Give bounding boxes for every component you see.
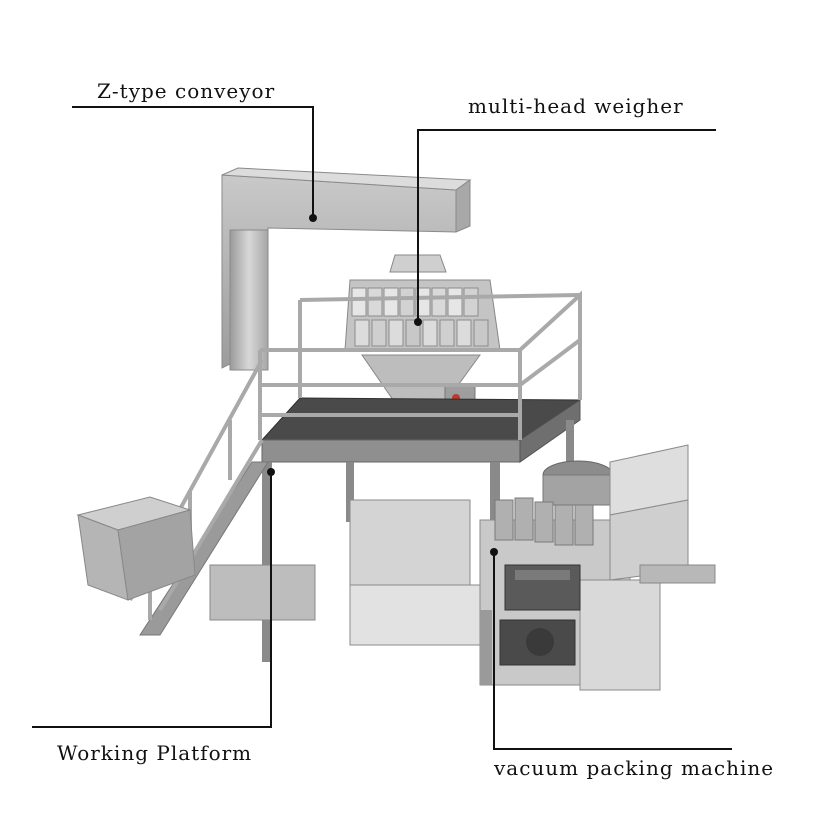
label-vacuum-packing-machine: vacuum packing machine bbox=[494, 756, 775, 780]
rotary-station bbox=[494, 497, 594, 546]
leader-line-weigher bbox=[417, 129, 716, 322]
leader-line-vacuum bbox=[493, 552, 732, 750]
vacuum-packing-machine bbox=[349, 444, 716, 691]
vacuum-pump bbox=[499, 564, 581, 666]
z-type-conveyor bbox=[221, 167, 472, 371]
label-working-platform: Working Platform bbox=[57, 741, 253, 765]
leader-lines bbox=[32, 106, 732, 750]
leader-line-z-conveyor bbox=[72, 106, 314, 218]
label-z-type-conveyor: Z-type conveyor bbox=[97, 79, 276, 103]
label-multi-head-weigher: multi-head weigher bbox=[468, 94, 684, 118]
leader-line-platform bbox=[32, 472, 272, 728]
platform-railing bbox=[258, 290, 582, 440]
working-platform bbox=[258, 290, 582, 682]
feed-hopper bbox=[76, 496, 316, 621]
